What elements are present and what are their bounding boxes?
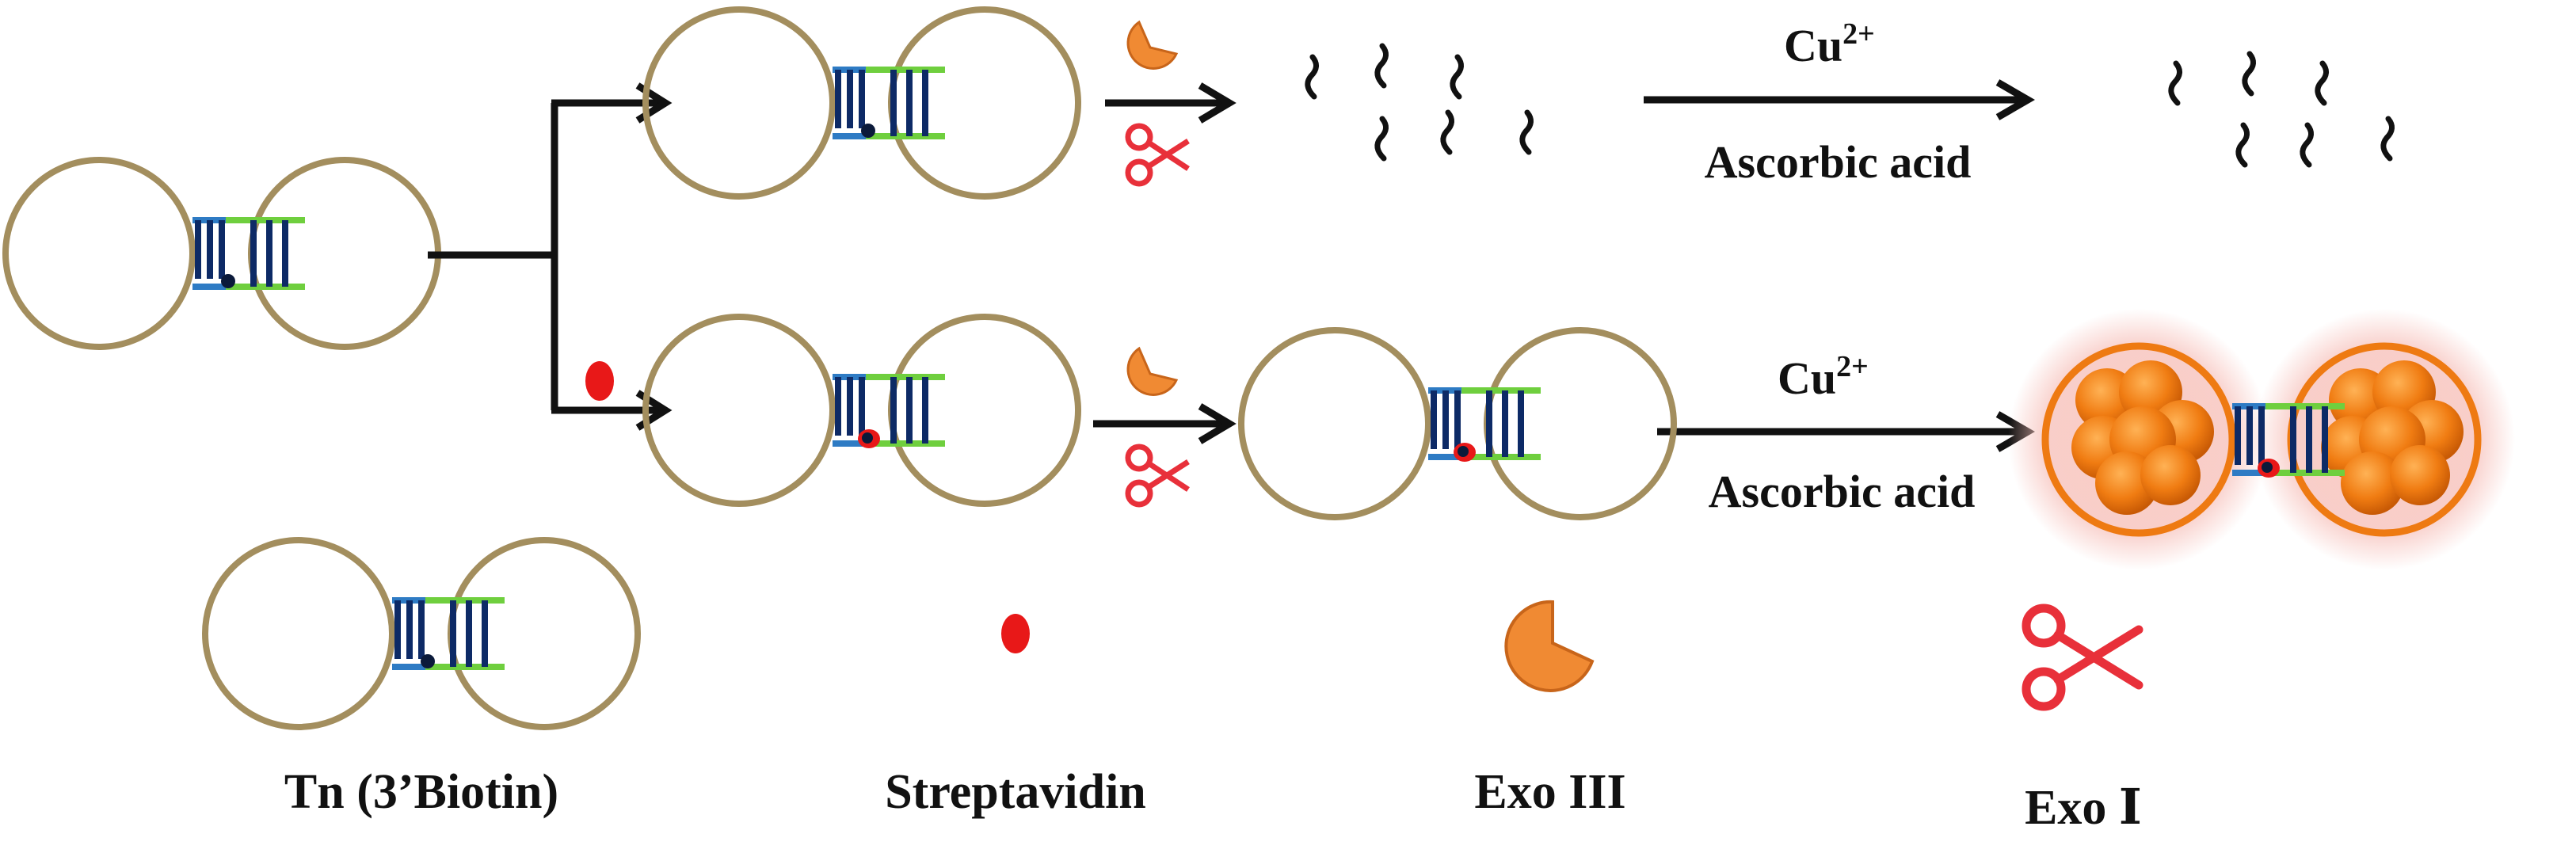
legend-streptavidin-icon (1001, 614, 1030, 653)
legend-exo3-icon (1504, 600, 1595, 692)
nanoparticle-cluster-left (2071, 360, 2214, 515)
probe-top (642, 6, 1081, 200)
legend: Tn (3’Biotin) Streptavidin Exo III Exo Ⅰ (202, 537, 2143, 835)
nanoparticle-cluster-right (2321, 360, 2464, 515)
fragments-no-particles (2168, 51, 2395, 168)
biotin-dot (2262, 462, 2273, 473)
legend-label-exo1: Exo Ⅰ (2025, 781, 2142, 835)
reaction-bottom: Cu2+ Ascorbic acid (1657, 350, 2035, 517)
probe-with-copper-nanoparticles (2008, 309, 2515, 570)
streptavidin-icon (585, 361, 614, 401)
biotin-dot (221, 274, 235, 288)
biotin-dot (861, 124, 875, 138)
reagent-cu-bottom: Cu2+ (1778, 350, 1869, 404)
probe-bottom-protected (642, 314, 1081, 507)
biotin-dot (1458, 446, 1469, 457)
biotin-dot (862, 432, 873, 444)
reaction-top: Cu2+ Ascorbic acid (1644, 17, 2035, 188)
enzyme-step-bottom (1093, 346, 1237, 508)
probe-after-digestion (1238, 327, 1677, 520)
reagent-cu-top: Cu2+ (1784, 17, 1875, 71)
condition-ascorbic-top: Ascorbic acid (1705, 136, 1972, 188)
legend-scissors-icon (2022, 604, 2143, 711)
branch-arrows (428, 82, 673, 431)
legend-tn-probe (202, 537, 641, 730)
legend-label-streptavidin: Streptavidin (885, 765, 1146, 819)
legend-label-exo3: Exo III (1474, 765, 1625, 819)
enzyme-step-top (1105, 20, 1237, 187)
probe-initial (2, 157, 441, 350)
digested-fragments (1305, 43, 1534, 162)
condition-ascorbic-bottom: Ascorbic acid (1709, 466, 1976, 517)
legend-label-tn: Tn (3’Biotin) (284, 765, 558, 819)
biotin-dot (421, 654, 435, 668)
